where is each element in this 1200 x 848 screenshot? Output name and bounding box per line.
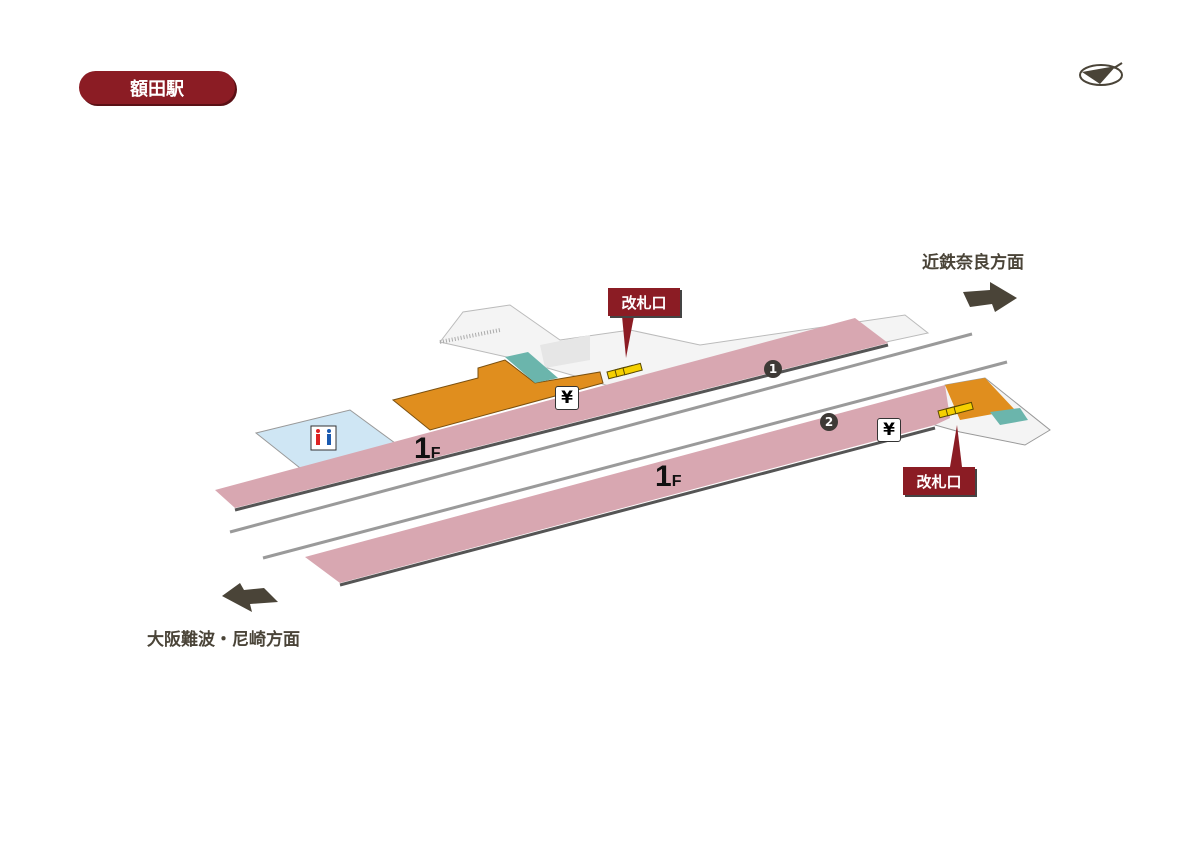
floor-unit: F	[430, 445, 441, 462]
floor-number: 1	[655, 460, 672, 493]
compass-icon	[1079, 62, 1123, 86]
floor-unit: F	[671, 473, 682, 490]
arrow-east-icon	[963, 282, 1017, 312]
platform-2	[305, 385, 950, 583]
floor-label: 1F	[655, 460, 681, 494]
gate-pointer	[622, 316, 634, 358]
platform-1	[215, 318, 888, 508]
station-name-badge: 額田駅	[79, 71, 235, 104]
platform-number-2: 2	[820, 413, 838, 431]
arrow-west-icon	[222, 583, 278, 612]
ticket-gate-label-2: 改札口	[903, 467, 975, 495]
ticket-gate-label-1: 改札口	[608, 288, 680, 316]
gate-pointer	[950, 425, 962, 467]
stairs	[505, 352, 558, 383]
toilet-icon	[310, 425, 337, 451]
platform-number-1: 1	[764, 360, 782, 378]
direction-east-label: 近鉄奈良方面	[922, 253, 1024, 273]
yen-icon: ¥	[555, 386, 579, 410]
floor-number: 1	[414, 432, 431, 465]
direction-west-label: 大阪難波・尼崎方面	[147, 630, 300, 650]
track-2	[262, 360, 1008, 560]
east-stairs	[990, 408, 1028, 425]
ticket-gate-icon	[606, 362, 974, 419]
floor-label: 1F	[414, 432, 440, 466]
track-1	[229, 332, 973, 534]
yen-icon: ¥	[877, 418, 901, 442]
